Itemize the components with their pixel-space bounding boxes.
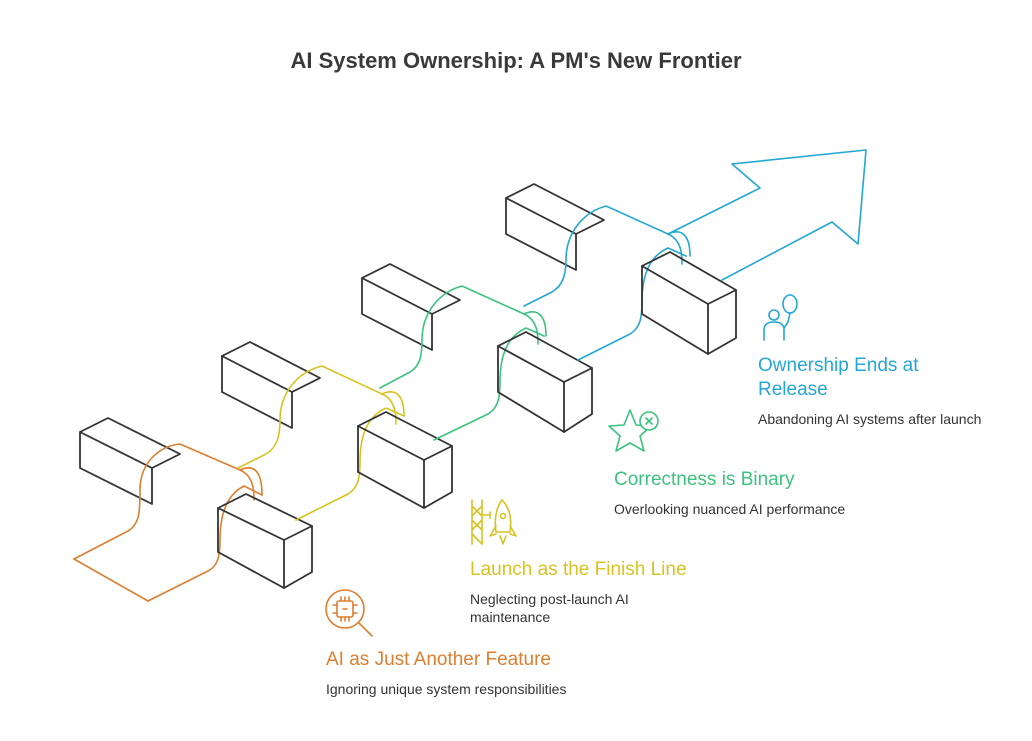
step-heading: Ownership Ends at Release: [758, 355, 919, 400]
stage-2-box-back: [221, 341, 321, 429]
diagram-title: AI System Ownership: A PM's New Frontier: [290, 48, 742, 73]
step-ownership-ends-at-release: Ownership Ends at Release Abandoning AI …: [758, 354, 988, 428]
rocket-launchpad-icon: [471, 499, 517, 545]
step-launch-as-finish-line: Launch as the Finish Line Neglecting pos…: [470, 558, 710, 626]
star-cross-icon: [608, 409, 659, 452]
chip-magnifier-icon: [325, 589, 373, 637]
person-balloon-icon: [763, 294, 798, 341]
step-ai-as-just-another-feature: AI as Just Another Feature Ignoring uniq…: [326, 648, 586, 698]
stage-2-ribbon: [237, 365, 405, 521]
step-description: Abandoning AI systems after launch: [758, 411, 982, 427]
stage-1-ribbon: [73, 443, 263, 602]
step-heading: Correctness is Binary: [614, 469, 795, 490]
stage-3-box-back: [361, 263, 461, 351]
step-heading: Launch as the Finish Line: [470, 559, 687, 580]
stage-3-box-front: [497, 331, 593, 433]
stage-4-box-front: [641, 251, 737, 355]
stage-1-box-front: [217, 493, 313, 589]
step-description: Overlooking nuanced AI performance: [614, 501, 846, 517]
step-correctness-is-binary: Correctness is Binary Overlooking nuance…: [614, 468, 854, 518]
stage-4-box-back: [505, 183, 605, 271]
step-heading: AI as Just Another Feature: [326, 649, 551, 670]
step-description: Neglecting post-launch AI maintenance: [470, 591, 629, 625]
stage-2-box-front: [357, 411, 453, 509]
stage-3-ribbon: [379, 285, 547, 441]
step-description: Ignoring unique system responsibilities: [326, 681, 567, 697]
stage-1-box-back: [79, 417, 181, 505]
